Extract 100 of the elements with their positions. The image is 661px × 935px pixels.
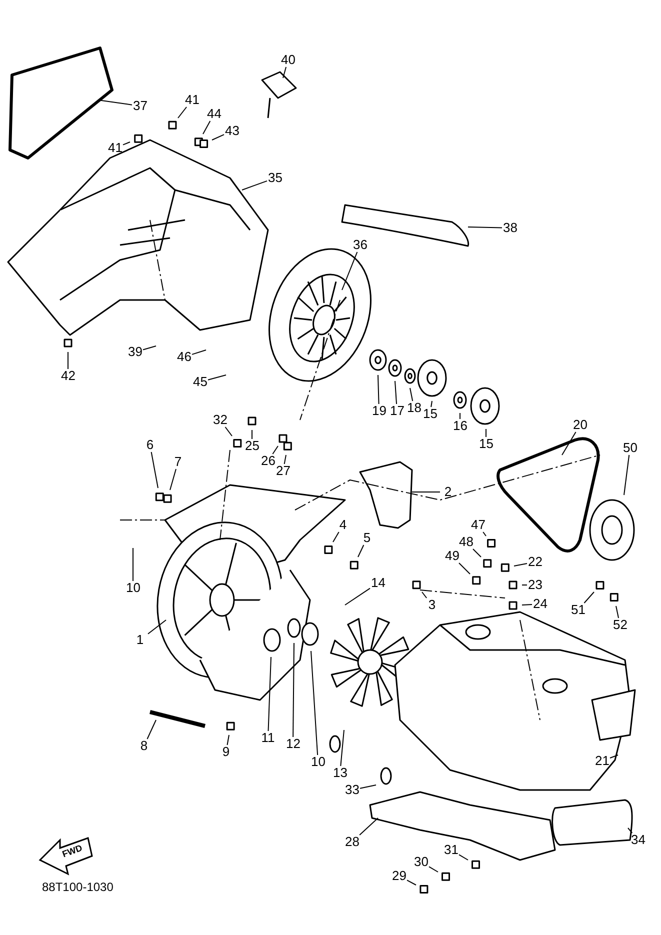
leader-line xyxy=(148,620,166,634)
callout-number: 31 xyxy=(443,843,459,857)
leader-line xyxy=(224,426,232,436)
leader-line xyxy=(178,106,188,118)
callout-number: 35 xyxy=(267,171,283,185)
callout-number: 45 xyxy=(192,375,208,389)
leader-line xyxy=(272,446,278,454)
callout-number: 44 xyxy=(206,107,222,121)
leader-line xyxy=(202,120,211,134)
callout-number: 30 xyxy=(413,855,429,869)
callout-number: 10 xyxy=(125,581,141,595)
leader-line xyxy=(98,100,132,106)
leader-line xyxy=(482,532,486,536)
leader-line xyxy=(584,592,594,604)
callout-number: 19 xyxy=(371,404,387,418)
callout-number: 11 xyxy=(260,731,276,745)
callout-number: 18 xyxy=(406,401,422,415)
leader-line xyxy=(428,866,438,872)
leader-line xyxy=(514,563,528,566)
callout-number: 38 xyxy=(502,221,518,235)
callout-number: 33 xyxy=(344,783,360,797)
leader-line xyxy=(624,454,630,496)
leader-line xyxy=(208,374,226,380)
leader-line xyxy=(332,532,340,542)
leader-line xyxy=(522,604,532,606)
callout-number: 9 xyxy=(218,745,234,759)
callout-number: 41 xyxy=(107,141,123,155)
callout-number: 51 xyxy=(570,603,586,617)
leader-line xyxy=(150,452,158,488)
leader-line xyxy=(378,374,380,404)
callout-number: 36 xyxy=(352,238,368,252)
callout-number: 7 xyxy=(170,455,186,469)
direction-label: FWD xyxy=(60,842,84,860)
leader-line xyxy=(458,854,468,860)
leader-line xyxy=(292,642,294,738)
leader-line xyxy=(132,548,134,582)
leader-line xyxy=(628,828,633,834)
callout-number: 46 xyxy=(176,350,192,364)
callout-number: 41 xyxy=(184,93,200,107)
leader-line xyxy=(212,134,224,140)
leader-line xyxy=(430,400,432,408)
callout-number: 23 xyxy=(527,578,543,592)
callout-number: 22 xyxy=(527,555,543,569)
callout-number: 16 xyxy=(452,419,468,433)
callout-number: 50 xyxy=(622,441,638,455)
leader-line xyxy=(242,180,268,190)
callout-number: 8 xyxy=(136,739,152,753)
leader-line xyxy=(562,432,576,456)
leader-line xyxy=(422,592,428,598)
leader-line xyxy=(192,350,206,355)
callout-number: 52 xyxy=(612,618,628,632)
callout-number: 29 xyxy=(391,869,407,883)
leader-line xyxy=(458,562,470,574)
callout-number: 37 xyxy=(132,99,148,113)
callout-number: 26 xyxy=(260,454,276,468)
callout-number: 15 xyxy=(422,407,438,421)
callout-number: 5 xyxy=(359,531,375,545)
leader-line xyxy=(268,656,272,732)
callout-number: 20 xyxy=(572,418,588,432)
leader-line xyxy=(310,650,318,756)
leader-line xyxy=(284,454,286,464)
callout-number: 43 xyxy=(224,124,240,138)
callout-number: 15 xyxy=(478,437,494,451)
leader-line xyxy=(522,584,528,586)
callout-number: 21 xyxy=(594,754,610,768)
diagram-code: 88T100-1030 xyxy=(42,880,114,894)
callout-number: 34 xyxy=(630,833,646,847)
leader-line xyxy=(358,544,364,558)
leader-line xyxy=(410,388,414,402)
leader-line xyxy=(142,346,156,350)
leader-line xyxy=(394,380,398,404)
callout-number: 12 xyxy=(285,737,301,751)
leader-line xyxy=(340,730,344,766)
leader-line xyxy=(344,588,370,606)
callout-number: 48 xyxy=(458,535,474,549)
callout-number: 1 xyxy=(132,633,148,647)
leader-line xyxy=(468,226,502,228)
callout-number: 28 xyxy=(344,835,360,849)
callout-number: 4 xyxy=(335,518,351,532)
callout-number: 39 xyxy=(127,345,143,359)
callout-number: 49 xyxy=(444,549,460,563)
callout-number: 6 xyxy=(142,438,158,452)
callout-number: 40 xyxy=(280,53,296,67)
leader-line xyxy=(170,468,176,490)
leader-line xyxy=(616,606,620,618)
leader-line xyxy=(610,754,618,758)
leader-line xyxy=(226,734,230,746)
leader-line xyxy=(406,880,416,886)
callout-number: 17 xyxy=(389,404,405,418)
leader-line xyxy=(146,720,156,740)
leader-line xyxy=(359,818,378,836)
callout-number: 27 xyxy=(275,464,291,478)
callout-number: 10 xyxy=(310,755,326,769)
leader-line xyxy=(360,784,376,789)
leader-line xyxy=(472,548,482,558)
callout-number: 25 xyxy=(244,439,260,453)
callout-number: 14 xyxy=(370,576,386,590)
callout-number: 42 xyxy=(60,369,76,383)
callout-number: 2 xyxy=(440,485,456,499)
callout-number: 47 xyxy=(470,518,486,532)
